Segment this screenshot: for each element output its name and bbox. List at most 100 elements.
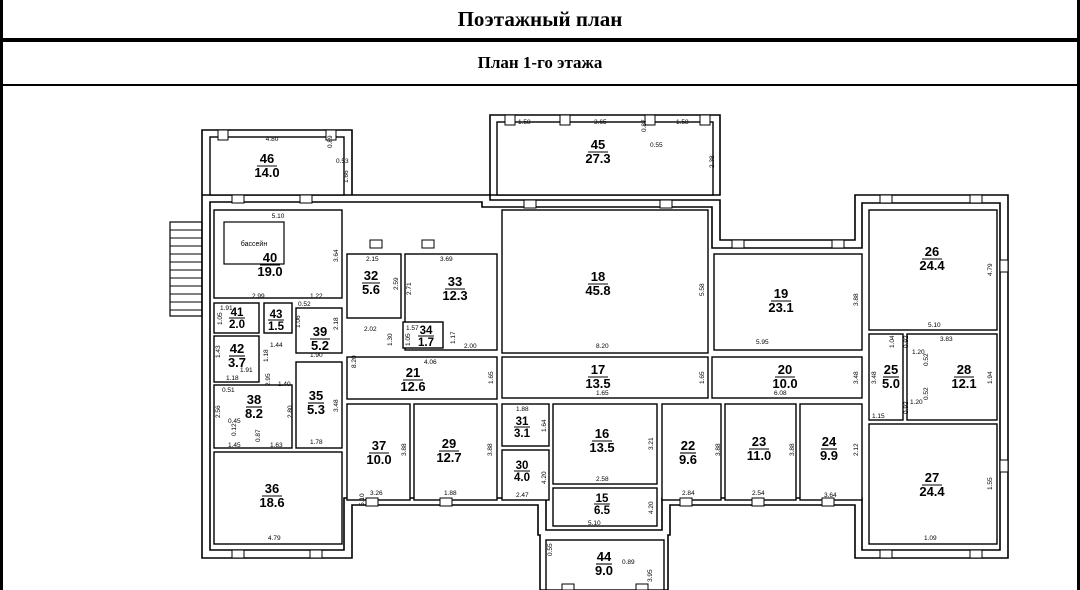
- dim: 3.65: [594, 119, 607, 126]
- svg-text:45: 45: [591, 137, 605, 152]
- svg-text:44: 44: [597, 549, 612, 564]
- room-40: [213, 209, 343, 299]
- svg-text:21: 21: [406, 365, 420, 380]
- dim: 1.78: [310, 439, 323, 446]
- dim: 0.87: [255, 429, 262, 442]
- dim: 1.91: [220, 305, 233, 312]
- svg-text:5.2: 5.2: [311, 338, 329, 353]
- dim: 5.95: [756, 339, 769, 346]
- room-label-35: 355.3: [307, 388, 325, 417]
- svg-text:24: 24: [822, 434, 837, 449]
- dim: 4.79: [987, 263, 994, 276]
- svg-text:30: 30: [516, 460, 529, 472]
- room-35: [295, 361, 343, 449]
- room-label-31: 313.1: [514, 416, 531, 440]
- svg-text:14.0: 14.0: [254, 165, 279, 180]
- dim: 2.99: [252, 293, 265, 300]
- dim: 0.89: [622, 559, 635, 566]
- outer-wall: [201, 114, 1009, 590]
- dim: 5.58: [699, 283, 706, 296]
- svg-text:10.0: 10.0: [366, 452, 391, 467]
- dim: 3.88: [401, 443, 408, 456]
- svg-text:36: 36: [265, 481, 279, 496]
- dim: 0.87: [641, 119, 648, 132]
- floor-title: План 1-го этажа: [477, 53, 603, 72]
- dim: 6.08: [774, 390, 787, 397]
- dim: 3.26: [370, 490, 383, 497]
- dim: 0.92: [903, 335, 910, 348]
- svg-text:20: 20: [778, 362, 792, 377]
- dim: 1.90: [310, 352, 323, 359]
- dim: 0.52: [298, 301, 311, 308]
- room-label-43: 431.5: [268, 309, 285, 333]
- dim: 3.64: [824, 492, 837, 499]
- room-19: [713, 253, 863, 351]
- dim: 3.88: [853, 293, 860, 306]
- dim: 1.09: [924, 535, 937, 542]
- svg-text:9.0: 9.0: [595, 563, 613, 578]
- dim: 2.12: [853, 443, 860, 456]
- svg-text:13.5: 13.5: [585, 376, 610, 391]
- svg-text:34: 34: [420, 325, 433, 337]
- dim: 1.63: [270, 442, 283, 449]
- svg-text:31: 31: [516, 416, 529, 428]
- page-title: Поэтажный план: [457, 6, 623, 31]
- svg-text:24.4: 24.4: [919, 258, 945, 273]
- svg-text:3.7: 3.7: [228, 355, 246, 370]
- room-21: [346, 356, 498, 400]
- room-15: [552, 487, 658, 527]
- dim: 1.17: [450, 331, 457, 344]
- room-label-25: 255.0: [882, 362, 900, 391]
- svg-text:39: 39: [313, 324, 327, 339]
- dim: 5.10: [588, 520, 601, 527]
- svg-text:18.6: 18.6: [259, 495, 284, 510]
- dim: 1.43: [215, 345, 222, 358]
- room-31: [501, 403, 550, 447]
- dim: 3.83: [940, 336, 953, 343]
- dim: 4.06: [424, 359, 437, 366]
- dim: 1.18: [263, 349, 270, 362]
- dim: 2.56: [215, 405, 222, 418]
- dim: 3.95: [647, 569, 654, 582]
- svg-text:8.2: 8.2: [245, 406, 263, 421]
- dim: 3.48: [333, 399, 340, 412]
- svg-text:5.3: 5.3: [307, 402, 325, 417]
- room-38: [213, 384, 293, 449]
- svg-text:38: 38: [247, 392, 261, 407]
- dim: 3.21: [648, 437, 655, 450]
- dim: 2.71: [406, 282, 413, 295]
- dim: 1.57: [406, 325, 419, 332]
- room-label-32: 325.6: [362, 268, 380, 297]
- svg-text:6.5: 6.5: [594, 505, 611, 517]
- svg-text:41: 41: [231, 307, 244, 319]
- dim: 1.05: [217, 312, 224, 325]
- dim: 1.20: [912, 349, 925, 356]
- room-37: [346, 403, 411, 501]
- dim: 8.20: [351, 355, 358, 368]
- dim: 0.45: [228, 418, 241, 425]
- dim: 0.51: [222, 387, 235, 394]
- svg-text:22: 22: [681, 438, 695, 453]
- subtitle-bar: План 1-го этажа: [0, 42, 1080, 86]
- room-16: [552, 403, 658, 485]
- svg-text:12.6: 12.6: [400, 379, 425, 394]
- dim: 1.88: [516, 406, 529, 413]
- dim: 1.65: [596, 390, 609, 397]
- svg-text:26: 26: [925, 244, 939, 259]
- svg-text:23: 23: [752, 434, 766, 449]
- dim: 4.79: [268, 535, 281, 542]
- svg-text:1.7: 1.7: [418, 337, 434, 349]
- dim: 0.55: [547, 543, 554, 556]
- dim: 0.52: [923, 353, 930, 366]
- room-32: [346, 253, 402, 319]
- room-23: [724, 403, 797, 501]
- dim: 2.02: [364, 326, 377, 333]
- svg-text:27.3: 27.3: [585, 151, 610, 166]
- svg-text:18: 18: [591, 269, 605, 284]
